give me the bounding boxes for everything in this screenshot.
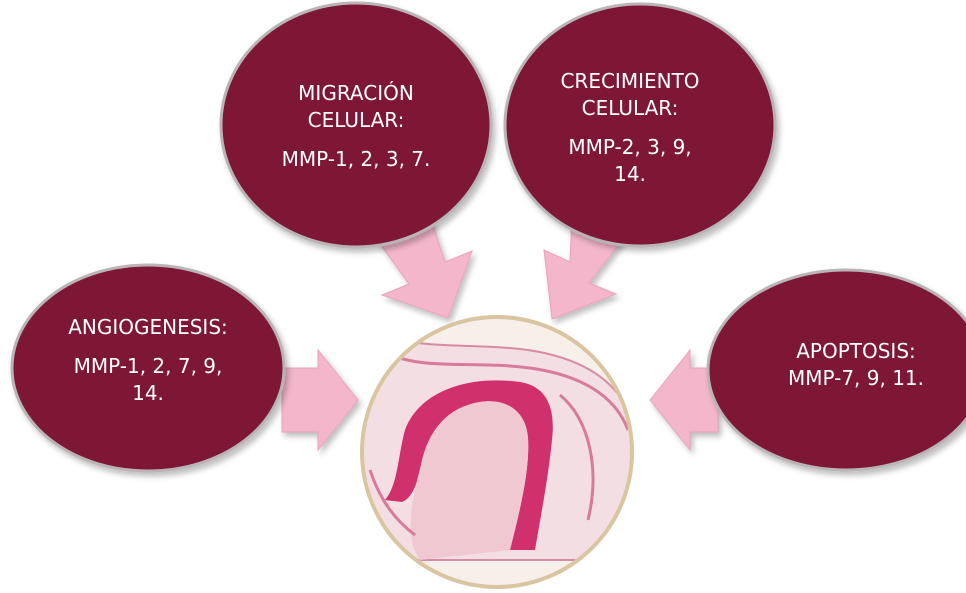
node-apoptosis-circle (708, 270, 966, 470)
node-angiogenesis-circle (12, 265, 284, 471)
arrow-angiogenesis (282, 350, 358, 450)
node-crecimiento-circle (505, 4, 775, 246)
node-migracion-circle (221, 3, 491, 247)
center-histology-image (300, 317, 700, 587)
